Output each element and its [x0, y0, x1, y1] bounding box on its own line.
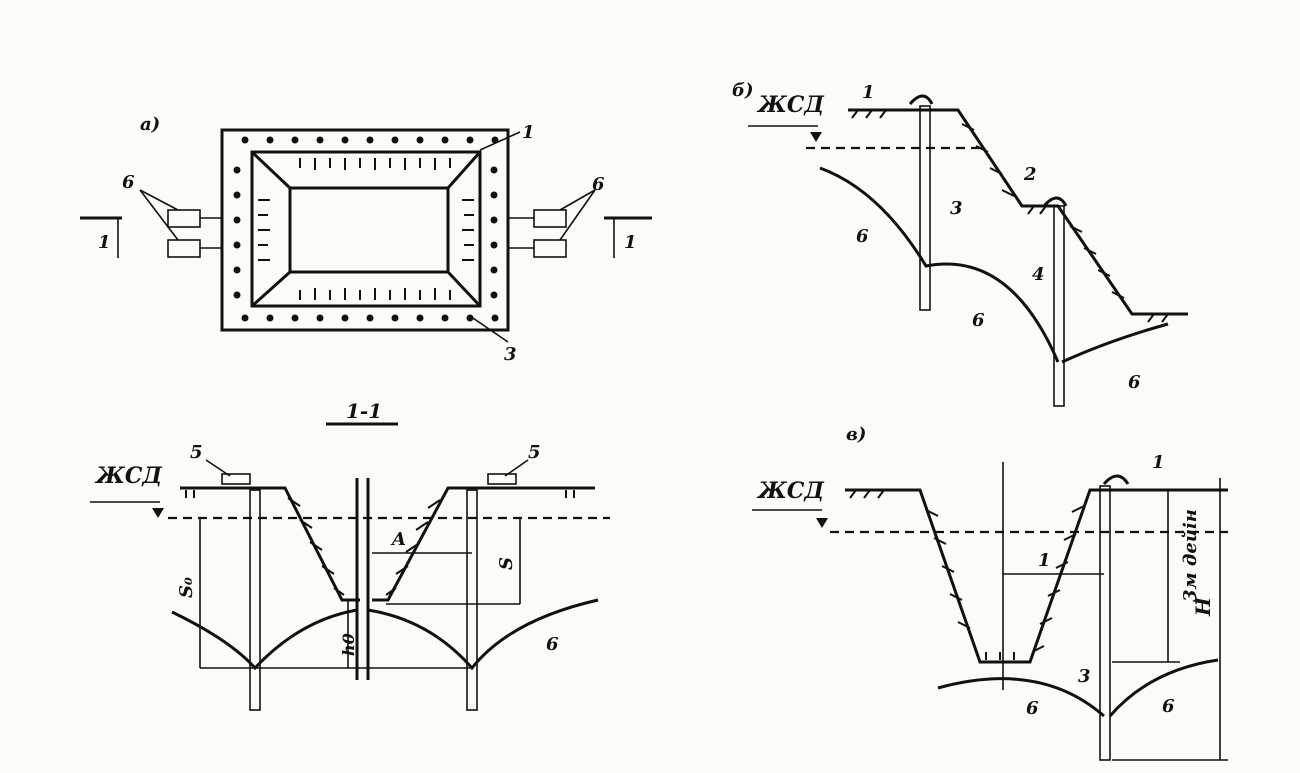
label-h0: h0 [339, 633, 358, 656]
label-s0: S₀ [176, 577, 197, 598]
plan-view-a: а) 6 6 [80, 114, 652, 365]
pit-bottom [288, 186, 450, 274]
label-a: A [390, 529, 406, 550]
depression-curve-b2 [1061, 322, 1169, 364]
label-6-v2: 6 [1162, 696, 1175, 717]
label-2-b: 2 [1023, 164, 1037, 185]
label-6-b1: 6 [856, 226, 869, 247]
stepped-profile [848, 108, 1188, 316]
section-title: 1-1 [346, 399, 382, 423]
label-6-section: 6 [546, 634, 559, 655]
label-3-plan: 3 [504, 344, 517, 365]
pump-left-2 [167, 239, 201, 258]
depression-curve-v2 [1108, 658, 1219, 717]
figure-b: б) ЖСД 1 2 3 4 6 6 6 [732, 80, 1188, 407]
label-6-b2: 6 [972, 310, 985, 331]
well-deep [1099, 485, 1111, 761]
label-1-plan: 1 [522, 122, 535, 143]
label-5-left: 5 [190, 442, 203, 463]
label-zhsd-1: ЖСД [94, 463, 162, 489]
pump-left-1 [167, 209, 201, 228]
label-3-v: 3 [1078, 666, 1091, 687]
well-stage-1 [919, 105, 931, 311]
well-left [249, 489, 261, 711]
label-1-b: 1 [862, 82, 875, 103]
slope-hatching [258, 158, 474, 300]
figure-v: в) ЖСД 1 1 3м дейін H 3 6 6 [752, 424, 1228, 761]
depression-curve-v1 [937, 677, 1105, 718]
label-6-left: 6 [122, 172, 135, 193]
depression-curve-right [367, 598, 599, 671]
well-stage-2 [1053, 205, 1065, 407]
label-zhsd-2: ЖСД [756, 92, 824, 118]
label-h: H [1191, 596, 1215, 617]
pump-right-1 [533, 209, 567, 228]
section-1-1: 1-1 ЖСД 5 5 S₀ A S h0 6 [90, 399, 610, 711]
label-fig-a: а) [140, 114, 160, 135]
label-s: S [496, 557, 517, 570]
label-depth: 3м дейін [1180, 509, 1201, 602]
outer-frame [220, 128, 510, 332]
label-fig-b: б) [732, 80, 754, 101]
pump-right-2 [533, 239, 567, 258]
label-fig-v: в) [846, 424, 866, 445]
section-mark-left: 1 [98, 232, 111, 253]
section-mark-right: 1 [624, 232, 637, 253]
label-1-v-dim: 1 [1038, 550, 1051, 571]
label-3-b: 3 [950, 198, 963, 219]
label-1-v: 1 [1152, 452, 1165, 473]
label-5-right: 5 [528, 442, 541, 463]
well-right [466, 489, 478, 711]
label-4-b: 4 [1032, 264, 1045, 285]
label-6-b3: 6 [1128, 372, 1141, 393]
label-zhsd-3: ЖСД [756, 478, 824, 504]
wellpoints [233, 136, 499, 322]
label-6-right: 6 [592, 174, 605, 195]
trench-profile [845, 488, 1228, 664]
inner-frame [250, 150, 482, 308]
pit-profile [180, 486, 595, 602]
depression-curve-b1 [819, 166, 1060, 363]
label-6-v1: 6 [1026, 698, 1039, 719]
